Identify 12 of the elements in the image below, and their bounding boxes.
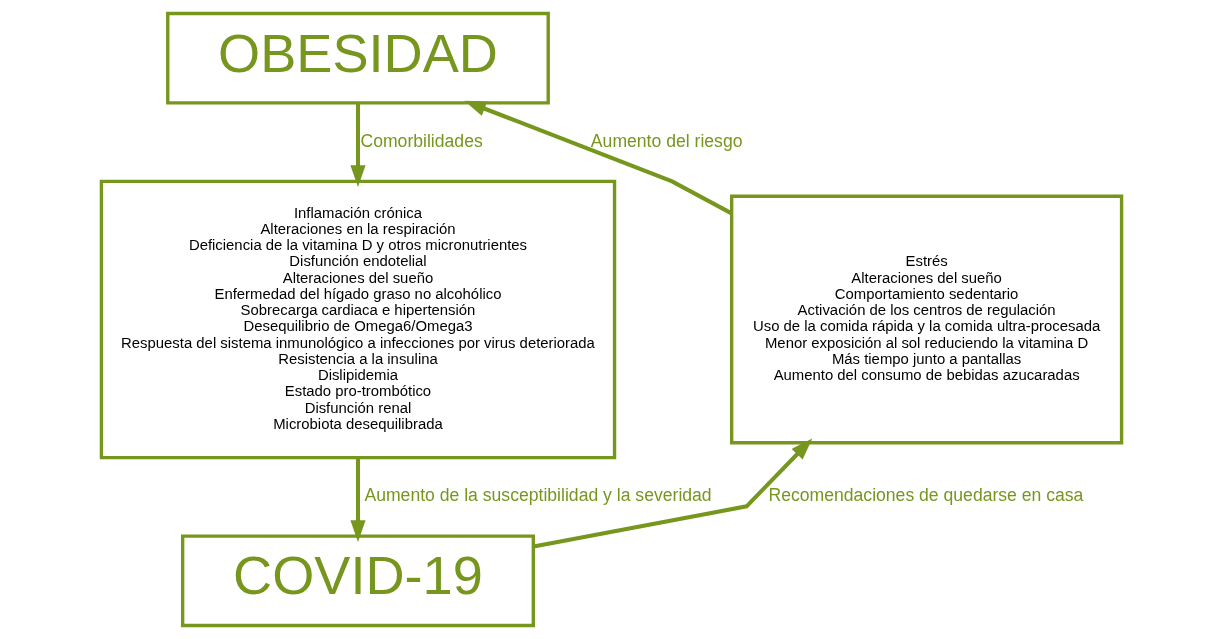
- arrow: [532, 438, 812, 549]
- node-box: COVID-19: [180, 534, 535, 628]
- node-box: OBESIDAD: [165, 11, 550, 105]
- edge-label: Recomendaciones de quedarse en casa: [767, 485, 1083, 506]
- arrow: [349, 457, 366, 542]
- node-box: Inflamación crónica Alteraciones en la respiración Deficiencia de la vitamina D y otros micronutrientes Disfunción endotelial Alteraciones del sueño Enfermedad del hígado graso no alcohólico Sobrecarga cardiaca e hipertensión Desequilibrio de Omega6/Omega3 Respuesta del sistema inmunológico a infecciones por virus deteriorada Resistencia a la insulina Dislipidemia Estado pro-trombótico Disfunción renal Microbiota desequilibrada: [99, 179, 616, 460]
- node-box: Estrés Alteraciones del sueño Comportamiento sedentario Activación de los centros de regulación Uso de la comida rápida y la comida ultra-procesada Menor exposición al sol reduciendo la vitamina D Más tiempo junto a pantallas Aumento del consumo de bebidas azucaradas: [729, 194, 1123, 445]
- arrow: [463, 100, 732, 215]
- edge-label: Comorbilidades: [359, 130, 483, 151]
- edge-label: Aumento del riesgo: [590, 130, 742, 151]
- edge-label: Aumento de la susceptibilidad y la severidad: [363, 485, 712, 506]
- arrow: [349, 103, 366, 188]
